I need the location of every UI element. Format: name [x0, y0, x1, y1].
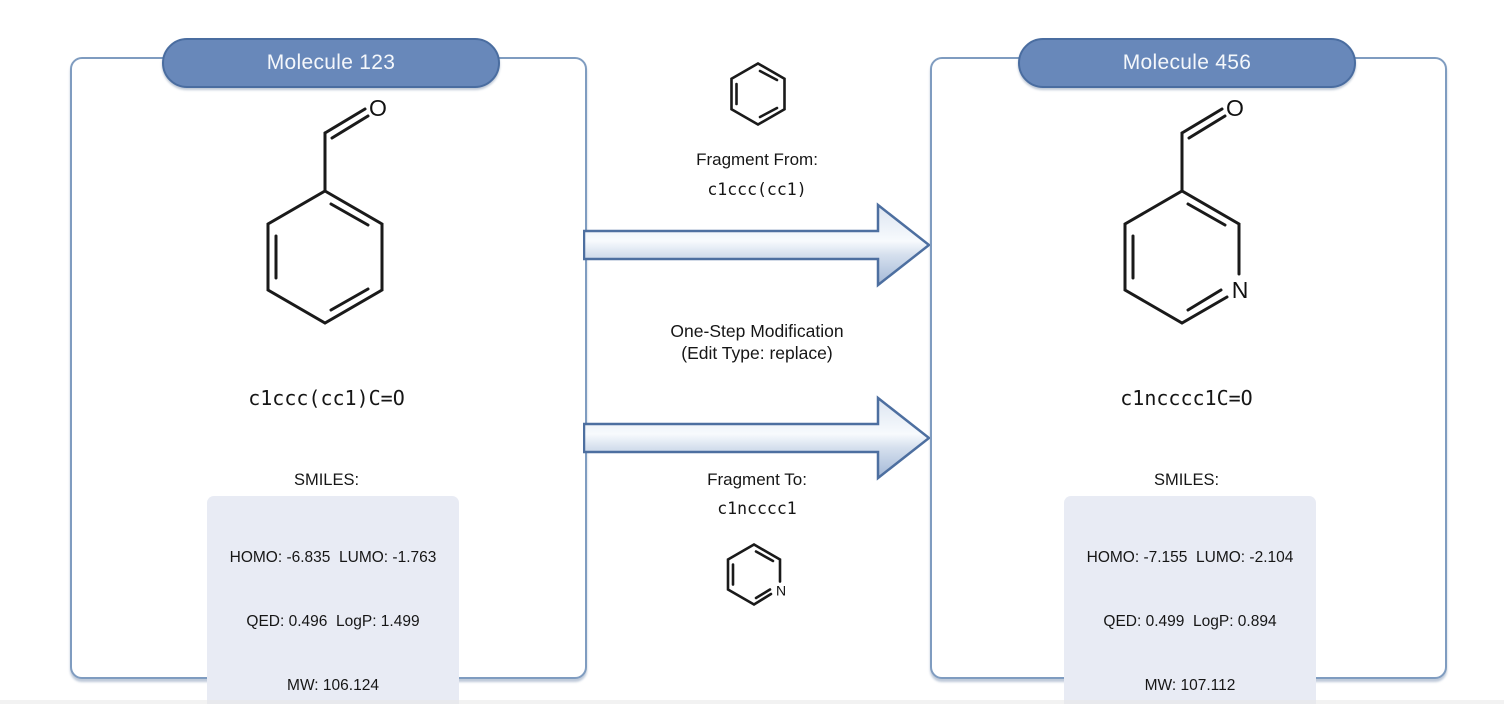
modification-caption: One-Step Modification (Edit Type: replac… — [600, 320, 914, 365]
left-molecule-title-pill: Molecule 123 — [162, 38, 500, 88]
nitrogen-atom-label: N — [776, 583, 786, 599]
oxygen-atom-label: O — [1226, 95, 1244, 121]
right-smiles-label: SMILES: — [1153, 471, 1220, 489]
right-smiles-string: c1ncccc1C=O — [1120, 386, 1253, 410]
right-props-homo-lumo: HOMO: -7.155 LUMO: -2.104 — [1086, 548, 1294, 566]
right-props-mw: MW: 107.112 — [1144, 677, 1236, 694]
right-props-qed-logp: QED: 0.499 LogP: 0.894 — [1103, 612, 1277, 630]
left-smiles-label: SMILES: — [293, 471, 360, 489]
left-properties-box: HOMO: -6.835 LUMO: -1.763 QED: 0.496 Log… — [207, 496, 459, 704]
left-props-mw: MW: 106.124 — [287, 677, 379, 694]
benzene-fragment-icon — [730, 61, 786, 127]
left-props-homo-lumo: HOMO: -6.835 LUMO: -1.763 — [229, 548, 437, 566]
nitrogen-atom-label: N — [1232, 277, 1249, 303]
bottom-artifact-band — [0, 700, 1504, 704]
nicotinaldehyde-structure: O N — [1123, 95, 1249, 325]
left-smiles-string: c1ccc(cc1)C=O — [248, 386, 405, 410]
right-molecule-title-pill: Molecule 456 — [1018, 38, 1356, 88]
oxygen-atom-label: O — [369, 95, 387, 121]
fragment-from-smiles: c1ccc(cc1) — [707, 180, 807, 199]
left-props-qed-logp: QED: 0.496 LogP: 1.499 — [246, 612, 420, 630]
modification-subtitle: (Edit Type: replace) — [681, 343, 833, 364]
right-molecule-title: Molecule 456 — [1122, 51, 1252, 74]
left-molecule-title: Molecule 123 — [266, 51, 396, 74]
fragment-from-label: Fragment From: — [696, 150, 818, 169]
top-transformation-arrow — [583, 202, 931, 288]
fragment-to-smiles: c1ncccc1 — [717, 499, 797, 518]
benzaldehyde-structure: O — [266, 95, 387, 325]
right-properties-box: HOMO: -7.155 LUMO: -2.104 QED: 0.499 Log… — [1064, 496, 1316, 704]
bottom-transformation-arrow — [583, 395, 931, 481]
modification-title: One-Step Modification — [670, 321, 844, 341]
pyridine-fragment-icon: N — [726, 542, 786, 607]
fragment-to-label: Fragment To: — [707, 470, 807, 489]
